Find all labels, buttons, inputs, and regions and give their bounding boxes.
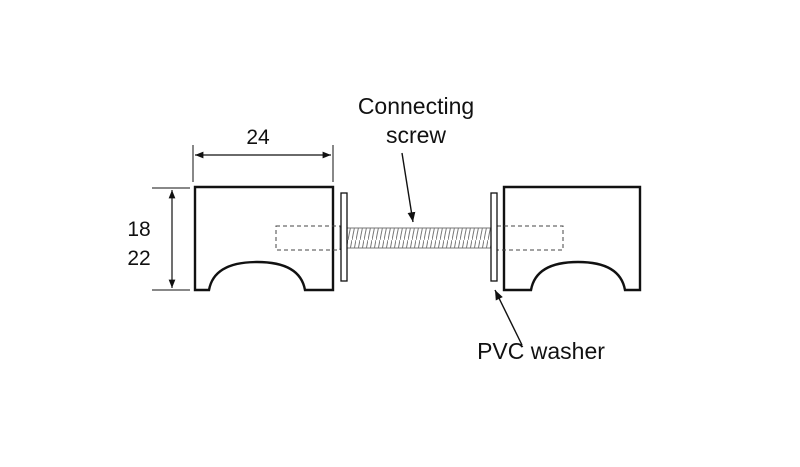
left-screw-hole — [275, 225, 341, 251]
right-block — [502, 185, 642, 292]
height-label-18: 18 — [127, 218, 150, 241]
height-dimension: 18 22 — [127, 187, 190, 291]
washer-leader-arrow — [494, 289, 523, 346]
screw-label-line2: screw — [386, 122, 446, 148]
width-dimension: 24 — [192, 126, 334, 182]
washer-label: PVC washer — [477, 338, 605, 364]
connecting-screw — [339, 227, 498, 249]
right-screw-hole — [496, 225, 564, 251]
screw-leader-arrow — [401, 152, 416, 223]
width-label: 24 — [246, 126, 270, 149]
left-block — [193, 185, 335, 292]
screw-label-line1: Connecting — [358, 93, 474, 119]
right-pvc-washer — [490, 192, 498, 282]
height-label-22: 22 — [127, 247, 150, 270]
left-pvc-washer — [340, 192, 348, 282]
